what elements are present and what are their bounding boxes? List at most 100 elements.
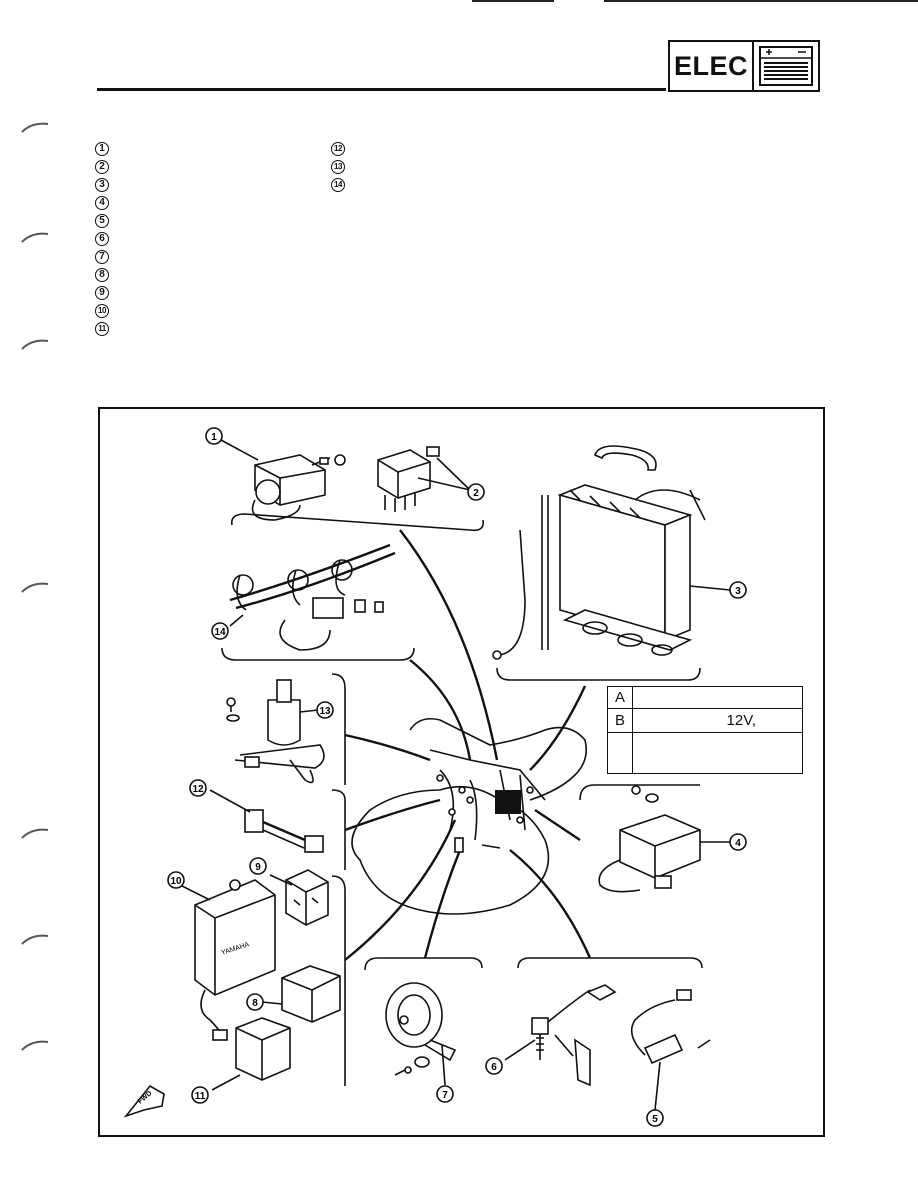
header-rule: [97, 88, 666, 91]
legend-number: 13: [331, 160, 345, 174]
battery-icon: [754, 42, 818, 90]
legend-number: 5: [95, 214, 109, 228]
callout-5: 5: [646, 1109, 664, 1127]
binding-mark: [21, 828, 49, 839]
legend-item: 7: [95, 248, 109, 266]
callout-number: 4: [735, 838, 741, 849]
legend-item: 6: [95, 230, 109, 248]
spec-value: 12V,: [726, 712, 756, 729]
callout-number: 6: [491, 1062, 497, 1073]
neutral-switch-illustration: [504, 984, 617, 1087]
spec-table: A B 12V,: [607, 686, 803, 774]
harness-clamps-illustration: [229, 543, 396, 651]
control-unit-illustration: [598, 785, 730, 893]
top-rule-right: [604, 0, 918, 2]
callout-number: 12: [192, 784, 204, 795]
battery-illustration: [492, 445, 731, 660]
callout-11: 11: [191, 1086, 209, 1104]
legend-item: 10: [95, 302, 109, 320]
ecu-illustration: YAMAHA: [179, 879, 276, 1041]
spec-key: A: [608, 687, 633, 708]
callout-markers: 1 2 3 4 5 6 7 8 9 10 11 12 13 14: [167, 427, 747, 1127]
callout-number: 3: [735, 586, 741, 597]
bracket-horn: [364, 957, 483, 971]
bracket-13: [331, 673, 346, 785]
bracket-switch: [517, 957, 703, 969]
binding-mark: [21, 122, 49, 133]
legend-item: 8: [95, 266, 109, 284]
legend-item: 1: [95, 140, 109, 158]
forward-arrow-icon: FWD: [123, 1084, 165, 1118]
leader-line: [529, 685, 587, 771]
relay-fuse-illustration: [377, 446, 471, 512]
spec-key: B: [608, 709, 633, 732]
binding-mark: [21, 582, 49, 593]
callout-4: 4: [729, 833, 747, 851]
callout-1: 1: [205, 427, 223, 445]
callout-9: 9: [249, 857, 267, 875]
main-switch-illustration: [226, 679, 325, 784]
top-rule-left: [472, 0, 554, 2]
leader-line: [344, 819, 457, 961]
callout-6: 6: [485, 1057, 503, 1075]
legend-item: 9: [95, 284, 109, 302]
legend-item: 14: [331, 176, 345, 194]
relay-box-illustration: [261, 965, 341, 1023]
bracket-harness: [221, 647, 415, 661]
legend-number: 10: [95, 304, 109, 318]
legend-number: 8: [95, 268, 109, 282]
legend-number: 1: [95, 142, 109, 156]
bracket-left: [331, 875, 346, 1086]
leader-line: [534, 809, 581, 841]
legend-column-1: 1 2 3 4 5 6 7 8 9 10 11: [95, 140, 109, 338]
elec-badge-text: ELEC: [670, 42, 754, 90]
binding-mark: [21, 339, 49, 350]
legend-item: 2: [95, 158, 109, 176]
motorcycle-frame-outline: [351, 717, 588, 915]
callout-14: 14: [211, 622, 229, 640]
binding-mark: [21, 232, 49, 243]
callout-8: 8: [246, 993, 264, 1011]
leader-line: [344, 798, 441, 832]
callout-number: 14: [214, 627, 226, 638]
legend-item: 11: [95, 320, 109, 338]
bracket-top: [230, 513, 485, 532]
callout-number: 5: [652, 1114, 658, 1125]
callout-number: 11: [195, 1091, 206, 1102]
leader-line: [344, 733, 431, 762]
spec-key: [608, 733, 633, 774]
legend-number: 2: [95, 160, 109, 174]
legend-item: 13: [331, 158, 345, 176]
legend-number: 11: [95, 322, 109, 336]
legend-number: 3: [95, 178, 109, 192]
bracket-battery: [496, 667, 701, 681]
legend-number: 9: [95, 286, 109, 300]
callout-number: 7: [442, 1090, 448, 1101]
legend-column-2: 12 13 14: [331, 140, 345, 194]
regulator-illustration: [269, 869, 329, 926]
callout-7: 7: [436, 1085, 454, 1103]
callout-10: 10: [167, 871, 185, 889]
flasher-relay-illustration: [251, 454, 346, 521]
leader-line: [409, 659, 472, 761]
legend-item: 12: [331, 140, 345, 158]
binding-mark: [21, 1040, 49, 1051]
callout-12: 12: [189, 779, 207, 797]
bracket-right: [579, 784, 700, 801]
callout-number: 10: [170, 876, 182, 887]
callout-3: 3: [729, 581, 747, 599]
callout-number: 2: [473, 488, 479, 499]
sensor-illustration: [630, 989, 711, 1111]
callout-number: 13: [319, 706, 331, 717]
legend-item: 3: [95, 176, 109, 194]
legend-number: 6: [95, 232, 109, 246]
spec-row-b: B 12V,: [608, 709, 802, 733]
leader-line: [423, 849, 462, 959]
legend-number: 14: [331, 178, 345, 192]
callout-number: 9: [255, 862, 261, 873]
leader-line: [399, 529, 499, 761]
legend-number: 7: [95, 250, 109, 264]
legend-number: 4: [95, 196, 109, 210]
legend-item: 4: [95, 194, 109, 212]
